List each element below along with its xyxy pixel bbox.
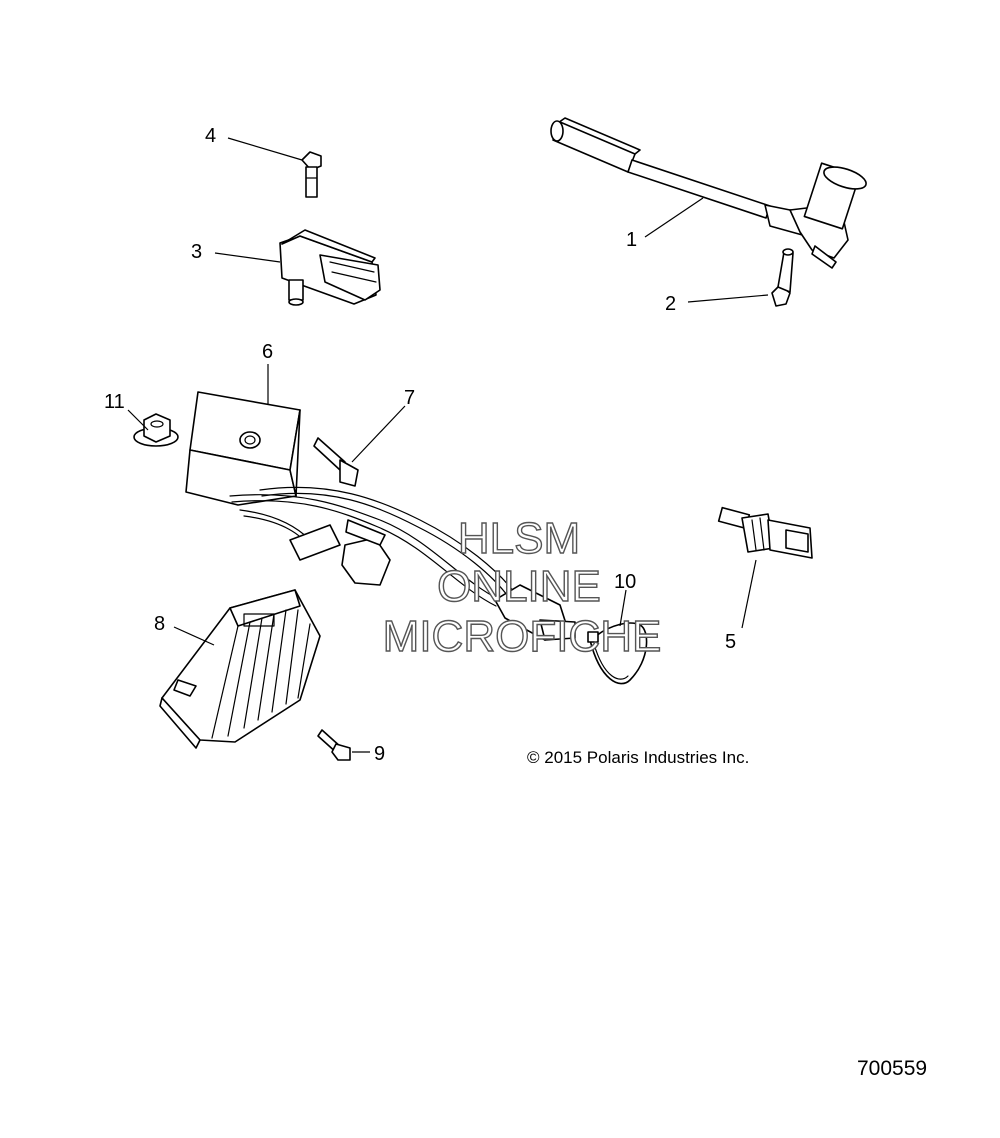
callout-3: 3	[191, 241, 202, 263]
watermark-line1: HLSM	[458, 514, 580, 563]
screw-icon	[313, 437, 359, 487]
callout-9: 9	[374, 743, 385, 765]
map-sensor-icon	[279, 229, 381, 306]
speed-sensor-icon	[550, 117, 867, 269]
watermark-line2: ONLINE	[437, 562, 601, 611]
wire-harness-icon	[229, 486, 576, 641]
callout-11: 11	[104, 391, 125, 413]
callout-8: 8	[154, 613, 165, 635]
bolt-icon	[301, 151, 322, 198]
ecu-module-icon	[185, 391, 301, 506]
callout-7: 7	[404, 387, 415, 409]
copyright-text: © 2015 Polaris Industries Inc.	[527, 748, 749, 767]
callout-6: 6	[262, 341, 273, 363]
bolt-icon	[317, 729, 351, 761]
callout-10: 10	[614, 571, 636, 593]
callout-5: 5	[725, 631, 736, 653]
callout-1: 1	[626, 229, 637, 251]
watermark: HLSM ONLINE MICROFICHE	[382, 513, 662, 661]
cable-tie-icon	[587, 622, 648, 685]
nut-icon	[133, 413, 179, 447]
voltage-regulator-icon	[159, 589, 321, 749]
temperature-sensor-icon	[717, 506, 813, 559]
watermark-line3: MICROFICHE	[383, 612, 662, 661]
document-number: 700559	[857, 1057, 927, 1080]
bolt-icon	[771, 248, 794, 307]
callout-2: 2	[665, 293, 676, 315]
callout-4: 4	[205, 125, 216, 147]
